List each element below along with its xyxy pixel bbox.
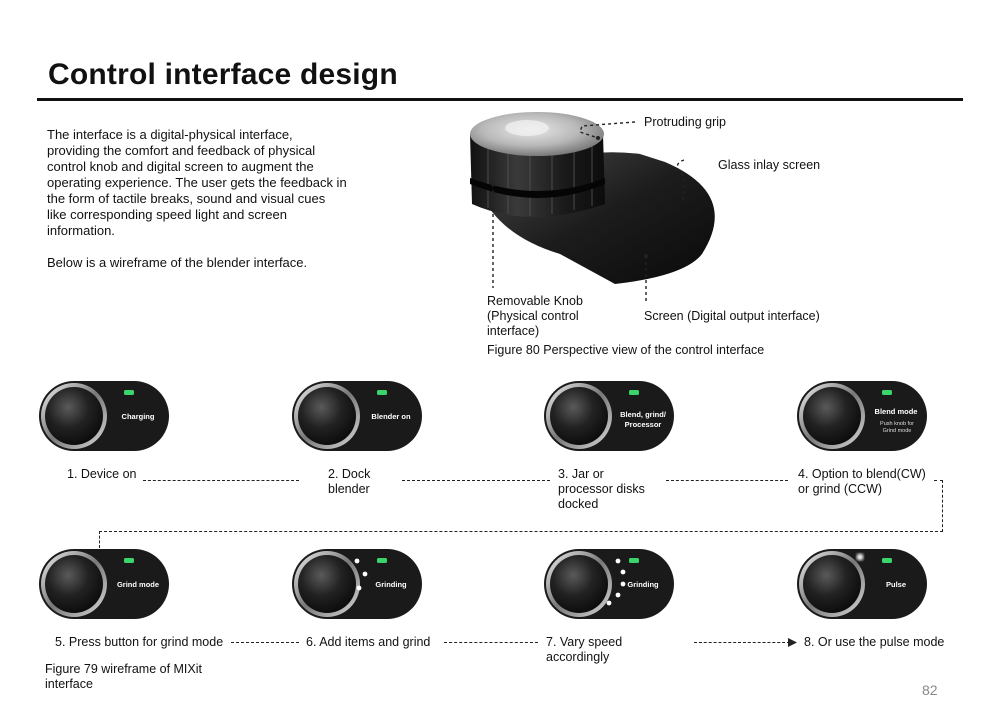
label-removable-knob: Removable Knob (Physical control interfa…	[487, 294, 583, 338]
device-screen-text: Blend, grind/ Processor	[620, 410, 666, 429]
step-label: 7. Vary speed accordingly	[546, 635, 623, 664]
device-wireframe: Blend, grind/ Processor	[543, 380, 675, 452]
step-label: 5. Press button for grind mode	[55, 635, 224, 649]
device-screen-text: Pulse	[885, 580, 906, 589]
step-label: 1. Device on	[67, 467, 137, 481]
connector-line	[99, 531, 943, 532]
intro-wireframe-note: Below is a wireframe of the blender inte…	[47, 255, 308, 270]
connector-line	[143, 480, 299, 481]
label-protruding-grip: Protruding grip	[644, 115, 726, 129]
device-wireframe: Grind mode	[38, 548, 170, 620]
knob-ring	[470, 178, 605, 198]
connector-line	[694, 642, 790, 643]
connector-line	[666, 480, 788, 481]
knob-body	[470, 134, 605, 217]
connector-line	[231, 642, 299, 643]
step-label: 8. Or use the pulse mode	[804, 635, 945, 649]
step-label: 4. Option to blend(CW) or grind (CCW)	[798, 467, 926, 496]
device-wireframe: Grinding	[291, 548, 423, 620]
device-screen-text: Grind mode	[116, 580, 160, 589]
device-wireframe: Blender on	[291, 380, 423, 452]
step-label: 3. Jar or processor disks docked	[558, 467, 645, 511]
device-screen-text: Charging	[121, 412, 155, 421]
figure-79-caption: Figure 79 wireframe of MIXit interface	[45, 662, 202, 691]
intro-text: The interface is a digital-physical inte…	[47, 127, 347, 287]
device-screen-text: Blend mode	[874, 407, 918, 416]
device-screen-text: Grinding	[375, 580, 407, 589]
step-label: 6. Add items and grind	[306, 635, 431, 649]
title-underline	[37, 98, 963, 101]
device-screen-text: Grinding	[627, 580, 659, 589]
connector-line	[942, 480, 943, 532]
label-glass-inlay: Glass inlay screen	[718, 158, 821, 172]
device-screen-text: Blender on	[371, 412, 411, 421]
arrow-right-icon	[788, 638, 797, 647]
connector-line	[444, 642, 538, 643]
page-number: 82	[922, 682, 938, 698]
connector-line	[402, 480, 550, 481]
page-title: Control interface design	[48, 58, 398, 91]
device-wireframe: Pulse	[796, 548, 928, 620]
connector-line	[934, 480, 943, 481]
perspective-render	[470, 112, 715, 302]
intro-paragraph: The interface is a digital-physical inte…	[47, 127, 347, 238]
device-wireframe: Charging	[38, 380, 170, 452]
connector-line	[99, 531, 100, 548]
label-screen: Screen (Digital output interface)	[644, 309, 820, 323]
device-wireframe: Grinding	[543, 548, 675, 620]
step-label: 2. Dock blender	[328, 467, 371, 496]
figure-80: Protruding grip Glass inlay screen Remov…	[440, 104, 860, 364]
figure-80-caption: Figure 80 Perspective view of the contro…	[487, 343, 765, 357]
device-screen-subtext: Push knob for Grind mode	[880, 421, 914, 434]
